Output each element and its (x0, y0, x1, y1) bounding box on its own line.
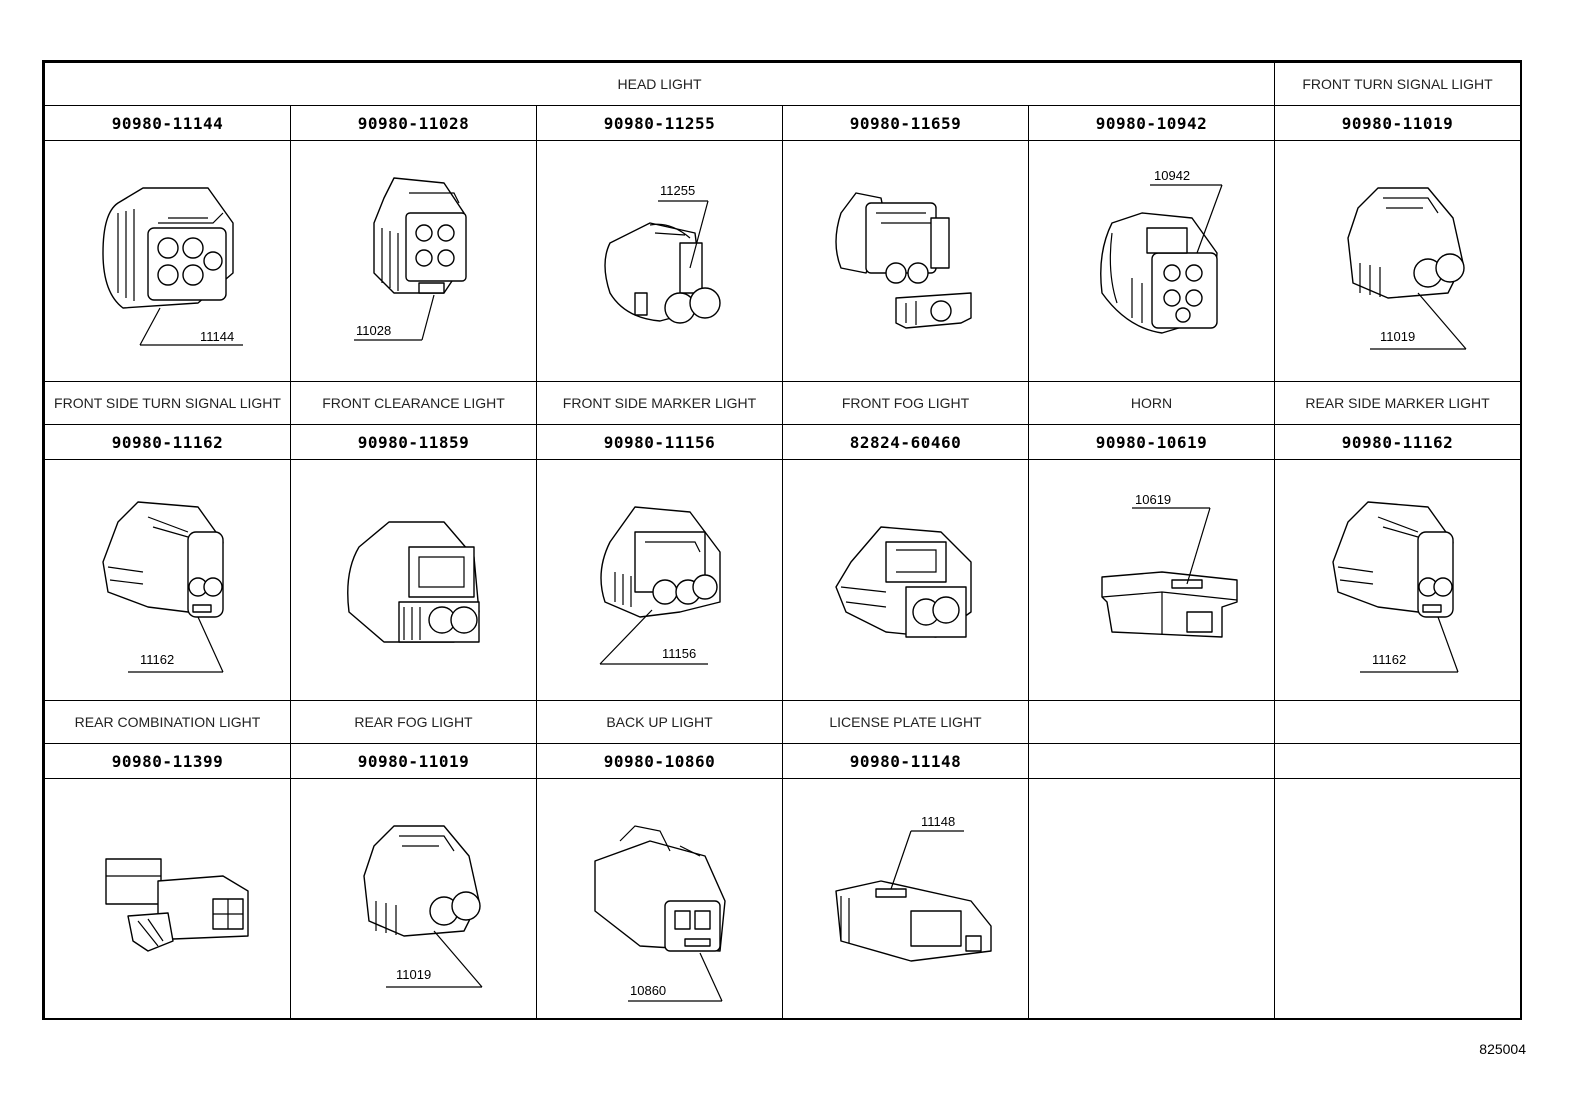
connector-10942-drawing: 10942 (1099, 168, 1223, 334)
head-light-label: HEAD LIGHT (43, 62, 1276, 106)
callout-11028: 11028 (356, 323, 391, 338)
back-up-light-label: BACK UP LIGHT (536, 700, 783, 744)
callout-11019-b: 11019 (396, 967, 431, 982)
part-number-90980-11859: 90980-11859 (290, 424, 537, 460)
part-number-90980-10860: 90980-10860 (536, 743, 783, 779)
callout-11162-b: 11162 (1372, 652, 1406, 667)
connector-11019-drawing: 11019 (1346, 187, 1466, 350)
connector-cell-82824-60460 (782, 459, 1029, 701)
connector-cell-11156: 11156 (536, 459, 783, 701)
part-number-90980-11255: 90980-11255 (536, 105, 783, 141)
empty-part-5 (1027, 743, 1276, 779)
connector-82824-60460-drawing (834, 526, 972, 638)
part-number-90980-11162-a: 90980-11162 (44, 424, 291, 460)
connector-10619-drawing: 10619 (1100, 492, 1238, 638)
connector-11156-drawing: 11156 (599, 506, 721, 665)
connector-cell-11162-b: 11162 (1274, 459, 1522, 701)
connector-11859-drawing (346, 521, 480, 643)
part-number-90980-11144: 90980-11144 (44, 105, 291, 141)
callout-11144: 11144 (200, 329, 234, 344)
part-number-90980-11659: 90980-11659 (782, 105, 1029, 141)
empty-cell-5 (1027, 778, 1276, 1020)
connector-11019-drawing-b: 11019 (362, 825, 482, 988)
connector-11659-drawing (834, 192, 972, 329)
connector-cell-11148: 11148 (782, 778, 1029, 1020)
callout-10942: 10942 (1154, 168, 1190, 183)
license-plate-light-label: LICENSE PLATE LIGHT (782, 700, 1029, 744)
connector-table: HEAD LIGHT FRONT TURN SIGNAL LIGHT 90980… (43, 62, 1522, 1020)
callout-11019-a: 11019 (1380, 329, 1415, 344)
connector-cell-11144: 11144 (44, 140, 291, 382)
connector-11255-drawing: 11255 (603, 183, 721, 324)
part-number-82824-60460: 82824-60460 (782, 424, 1029, 460)
connector-cell-11399 (44, 778, 291, 1020)
rear-side-marker-light-label: REAR SIDE MARKER LIGHT (1274, 381, 1522, 425)
rear-fog-light-label: REAR FOG LIGHT (290, 700, 537, 744)
callout-11255: 11255 (660, 183, 695, 198)
connector-cell-11859 (290, 459, 537, 701)
connector-11148-drawing: 11148 (834, 814, 992, 962)
connector-cell-10860: 10860 (536, 778, 783, 1020)
empty-cell-6 (1274, 778, 1522, 1020)
connector-cell-11659 (782, 140, 1029, 382)
connector-cell-10942: 10942 (1027, 140, 1276, 382)
part-number-90980-11399: 90980-11399 (44, 743, 291, 779)
front-side-marker-light-label: FRONT SIDE MARKER LIGHT (536, 381, 783, 425)
callout-10619: 10619 (1135, 492, 1171, 507)
front-turn-signal-light-label: FRONT TURN SIGNAL LIGHT (1274, 62, 1522, 106)
connector-cell-11019-b: 11019 (290, 778, 537, 1020)
callout-11156: 11156 (662, 646, 696, 661)
connector-cell-11019-a: 11019 (1274, 140, 1522, 382)
connector-11162-drawing-a: 11162 (101, 501, 224, 673)
connector-11028-drawing: 11028 (353, 177, 467, 341)
connector-11399-drawing (104, 858, 249, 952)
part-number-90980-10619: 90980-10619 (1027, 424, 1276, 460)
connector-11144-drawing: 11144 (101, 187, 243, 346)
part-number-90980-11028: 90980-11028 (290, 105, 537, 141)
callout-10860: 10860 (630, 983, 666, 998)
part-number-90980-11019-b: 90980-11019 (290, 743, 537, 779)
connector-cell-10619: 10619 (1027, 459, 1276, 701)
front-fog-light-label: FRONT FOG LIGHT (782, 381, 1029, 425)
connector-chart: HEAD LIGHT FRONT TURN SIGNAL LIGHT 90980… (42, 60, 1522, 1020)
empty-part-6 (1274, 743, 1522, 779)
callout-11148: 11148 (921, 814, 955, 829)
rear-combination-light-label: REAR COMBINATION LIGHT (44, 700, 291, 744)
front-side-turn-signal-light-label: FRONT SIDE TURN SIGNAL LIGHT (44, 381, 291, 425)
figure-id: 825004 (1479, 1041, 1526, 1057)
connector-10860-drawing: 10860 (593, 825, 726, 1002)
part-number-90980-11156: 90980-11156 (536, 424, 783, 460)
connector-cell-11162-a: 11162 (44, 459, 291, 701)
front-clearance-light-label: FRONT CLEARANCE LIGHT (290, 381, 537, 425)
empty-label-5 (1027, 700, 1276, 744)
part-number-90980-11019-a: 90980-11019 (1274, 105, 1522, 141)
connector-cell-11255: 11255 (536, 140, 783, 382)
connector-11162-drawing-b: 11162 (1331, 501, 1459, 673)
part-number-90980-11148: 90980-11148 (782, 743, 1029, 779)
connector-cell-11028: 11028 (290, 140, 537, 382)
horn-label: HORN (1027, 381, 1276, 425)
part-number-90980-10942: 90980-10942 (1027, 105, 1276, 141)
part-number-90980-11162-b: 90980-11162 (1274, 424, 1522, 460)
callout-11162-a: 11162 (140, 652, 174, 667)
empty-label-6 (1274, 700, 1522, 744)
